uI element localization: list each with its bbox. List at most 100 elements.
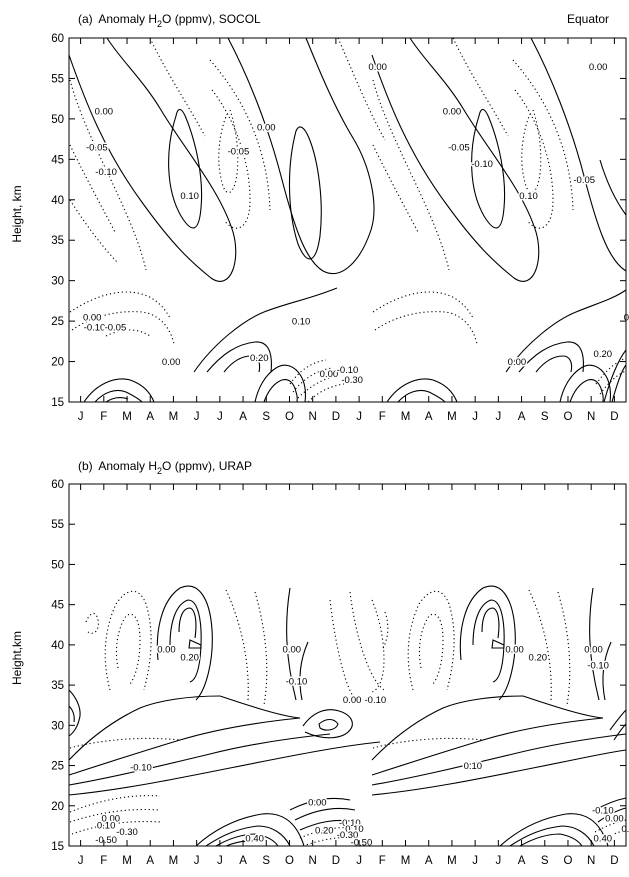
panel-a-month-label: J <box>472 411 478 423</box>
panel-a-month-label: A <box>146 411 154 423</box>
panel-a-contour-label: -0.05 <box>105 322 127 333</box>
panel-b-month-label: N <box>309 855 317 867</box>
panel-b-contour-label: -0.50 <box>95 835 117 846</box>
panel-b-contour-label: 0.00 <box>505 644 524 655</box>
panel-a-contour-label: 0.00 <box>162 357 181 368</box>
panel-b-y-tick-label: 25 <box>51 761 64 773</box>
panel-a-contour-label: 0.00 <box>368 62 387 73</box>
panel-b-contour-label: -0.10 <box>592 805 614 816</box>
panel-b-month-label: D <box>610 855 618 867</box>
panel-a-contour-label: 0.10 <box>180 191 199 202</box>
panel-a-month-label: A <box>425 411 433 423</box>
panel-b-month-label: M <box>122 855 132 867</box>
panel-a-contour-label: 0.10 <box>519 191 538 202</box>
panel-b-y-tick-label: 55 <box>51 519 64 531</box>
panel-a-contour-label: -0.05 <box>228 147 250 158</box>
panel-b-month-label: D <box>332 855 340 867</box>
panel-a-plot-frame <box>68 37 627 403</box>
panel-a-y-tick-label: 30 <box>51 276 64 288</box>
panel-b-contour-label: -0.10 <box>339 818 361 829</box>
panel-b-contour-label: 0.40 <box>594 833 613 844</box>
panel-b-contour-label: 0.10 <box>345 824 364 835</box>
panel-b-month-label: F <box>379 855 386 867</box>
panel-b-contour-label: 0.20 <box>529 652 548 663</box>
panel-a-month-label: M <box>447 411 457 423</box>
panel-a-y-tick-label: 40 <box>51 195 64 207</box>
panel-a-month-label: O <box>564 411 573 423</box>
panel-a-month-label: F <box>100 411 107 423</box>
panel-b-contour-label: -0.30 <box>116 827 138 838</box>
panel-a-month-label: M <box>401 411 411 423</box>
panel-b-y-tick-label: 20 <box>51 801 64 813</box>
panel-a-y-axis-label: Height, km <box>10 185 24 242</box>
panel-a-month-label: M <box>122 411 132 423</box>
panel-b-month-label: A <box>146 855 154 867</box>
panel-a-contour-label: -0.10 <box>84 322 106 333</box>
panel-b-contour-label: 0.10 <box>464 761 483 772</box>
region-label: Equator <box>567 12 609 26</box>
panel-b-contour-label: 0.00 <box>343 695 362 706</box>
panel-a-contour-label: 0.00 <box>368 62 387 73</box>
panel-b-month-label: J <box>472 855 478 867</box>
panel-a-contour-label: -0.10 <box>471 159 493 170</box>
panel-a: (a) Anomaly H2O (ppmv), SOCOL Equator He… <box>10 12 629 423</box>
panel-a-y-tick-label: 45 <box>51 154 64 166</box>
panel-a-contour-label: -0.05 <box>86 143 108 154</box>
panel-b-month-label: M <box>169 855 179 867</box>
panel-b-contour-label: -0.10 <box>587 661 609 672</box>
panel-b-contour-label: 0.20 <box>315 825 334 836</box>
panel-b-contour-label: 0.00 <box>584 644 603 655</box>
panel-a-y-tick-label: 35 <box>51 235 64 247</box>
panel-b-month-label: J <box>194 855 200 867</box>
panel-a-contour-label: -0.30 <box>341 375 363 386</box>
panel-b-month-label: M <box>447 855 457 867</box>
panel-a-month-label: J <box>194 411 200 423</box>
panel-b-contour-label: -0.10 <box>130 763 152 774</box>
panel-a-month-label: D <box>332 411 340 423</box>
panel-b-contour-label: -0.50 <box>351 837 373 848</box>
panel-b-month-label: N <box>587 855 595 867</box>
panel-a-month-label: M <box>169 411 179 423</box>
panel-b-month-label: S <box>262 855 270 867</box>
panel-b-plot-frame <box>68 483 627 847</box>
panel-b-contour-label: 0.00 <box>102 813 121 824</box>
panel-a-contour-labels: 0.000.00-0.05-0.100.10-0.050.000.00-0.10… <box>81 60 629 387</box>
panel-b-month-label: J <box>356 855 362 867</box>
panel-b-contour-label: 0.20 <box>621 824 629 835</box>
panel-a-y-tick-label: 50 <box>51 114 64 126</box>
panel-a-y-tick-label: 20 <box>51 357 64 369</box>
panel-b-y-tick-label: 45 <box>51 600 64 612</box>
panel-a-contour-label: 0.00 <box>83 313 102 324</box>
panel-b-month-label: M <box>401 855 411 867</box>
panel-a-month-label: S <box>541 411 549 423</box>
panel-a-month-label: J <box>78 411 84 423</box>
panel-b-contour-label: -0.10 <box>286 677 308 688</box>
panel-a-month-label: D <box>610 411 618 423</box>
panel-a-contour-label: 0.00 <box>95 106 114 117</box>
panel-a-month-label: A <box>239 411 247 423</box>
panel-a-contour-label: 0.00 <box>589 62 608 73</box>
panel-a-contour-label: -0.05 <box>573 175 595 186</box>
panel-b-month-label: A <box>239 855 247 867</box>
panel-a-contour-label: 0.00 <box>320 369 339 380</box>
panel-a-title: (a) Anomaly H2O (ppmv), SOCOL <box>78 12 261 29</box>
panel-b-y-tick-label: 30 <box>51 720 64 732</box>
panel-a-y-tick-label: 15 <box>51 397 64 409</box>
panel-b-y-tick-label: 50 <box>51 559 64 571</box>
panel-b-month-label: F <box>100 855 107 867</box>
panel-b: (b) Anomaly H2O (ppmv), URAP Height,km <box>10 459 629 867</box>
panel-a-contour-label: 0.00 <box>443 106 462 117</box>
panel-b-contour-label: -0.30 <box>337 830 359 841</box>
panel-a-y-tick-label: 60 <box>51 33 64 45</box>
panel-b-contour-label: 0.00 <box>283 644 302 655</box>
panel-b-month-label: O <box>564 855 573 867</box>
panel-a-month-label: N <box>587 411 595 423</box>
panel-a-month-label: J <box>356 411 362 423</box>
panel-a-month-label: O <box>285 411 294 423</box>
panel-b-y-tick-label: 40 <box>51 640 64 652</box>
